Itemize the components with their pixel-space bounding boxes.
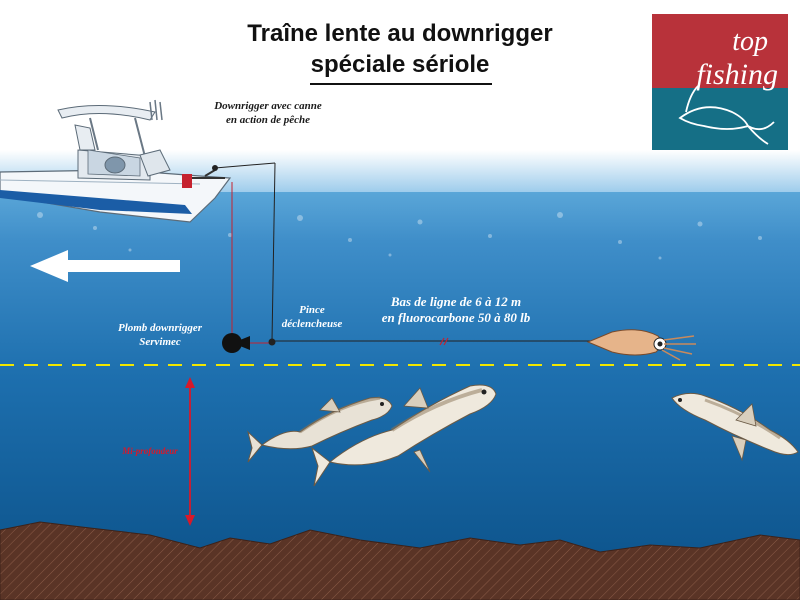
plomb-label: Plomb downrigger Servimec bbox=[100, 321, 220, 349]
leader-label: Bas de ligne de 6 à 12 m en fluorocarbon… bbox=[356, 294, 556, 326]
plomb-label-line2: Servimec bbox=[139, 336, 181, 348]
amberjack-fish-icon bbox=[247, 396, 393, 463]
direction-arrow-icon bbox=[30, 250, 180, 282]
amberjack-fish-icon bbox=[671, 392, 799, 462]
logo-word-top: top bbox=[732, 26, 768, 57]
page-subtitle: spéciale sériole bbox=[310, 51, 490, 78]
squid-lure-icon bbox=[586, 329, 696, 361]
leader-label-line2: en fluorocarbone 50 à 80 lb bbox=[381, 310, 531, 325]
logo-word-fishing: fishing bbox=[696, 58, 778, 91]
logo-graphic: top fishing bbox=[652, 14, 788, 150]
top-fishing-logo: top fishing bbox=[652, 14, 788, 150]
pince-label: Pince déclencheuse bbox=[272, 303, 352, 331]
downrigger-label-line1: Downrigger avec canne bbox=[214, 100, 322, 112]
plomb-label-line1: Plomb downrigger bbox=[117, 322, 203, 334]
amberjack-fish-icon bbox=[311, 384, 497, 487]
pince-label-line2: déclencheuse bbox=[281, 318, 343, 330]
boat-icon bbox=[0, 99, 232, 223]
page-title: Traîne lente au downrigger bbox=[247, 20, 553, 47]
depth-label: Mi-profondeur bbox=[122, 446, 178, 456]
downrigger-weight-icon bbox=[222, 333, 250, 353]
depth-arrow-icon bbox=[185, 377, 195, 526]
release-clip-icon bbox=[268, 338, 276, 346]
downrigger-label-line2: en action de pêche bbox=[225, 114, 310, 126]
leader-knot-icon bbox=[439, 337, 449, 346]
logo-fish-icon bbox=[678, 85, 775, 145]
downrigger-label: Downrigger avec canne en action de pêche bbox=[198, 99, 338, 127]
rod-line bbox=[214, 162, 590, 342]
title-underline bbox=[310, 83, 492, 85]
pince-label-line1: Pince bbox=[299, 304, 325, 316]
seabed bbox=[0, 521, 800, 600]
leader-label-line1: Bas de ligne de 6 à 12 m bbox=[390, 294, 522, 309]
